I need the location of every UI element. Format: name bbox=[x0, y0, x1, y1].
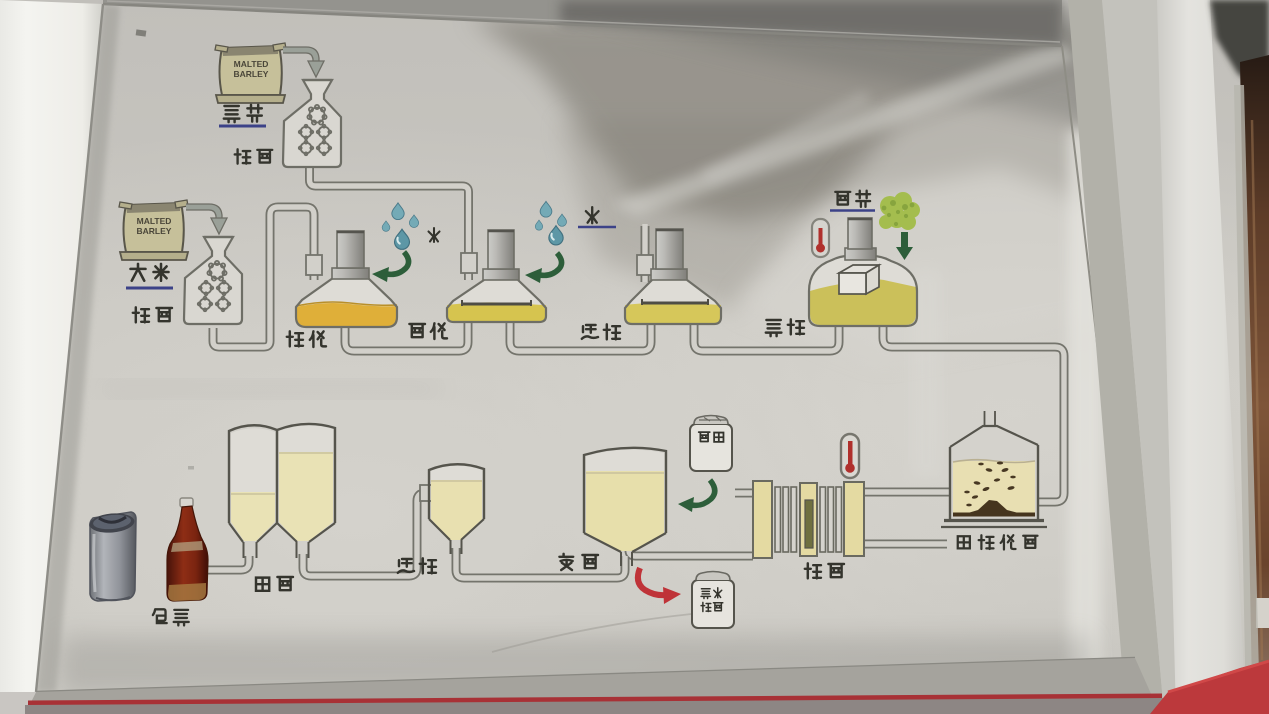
svg-text:BARLEY: BARLEY bbox=[234, 69, 269, 79]
svg-text:BARLEY: BARLEY bbox=[137, 226, 172, 236]
svg-text:MALTED: MALTED bbox=[137, 216, 172, 226]
svg-text:MALTED: MALTED bbox=[234, 59, 269, 69]
